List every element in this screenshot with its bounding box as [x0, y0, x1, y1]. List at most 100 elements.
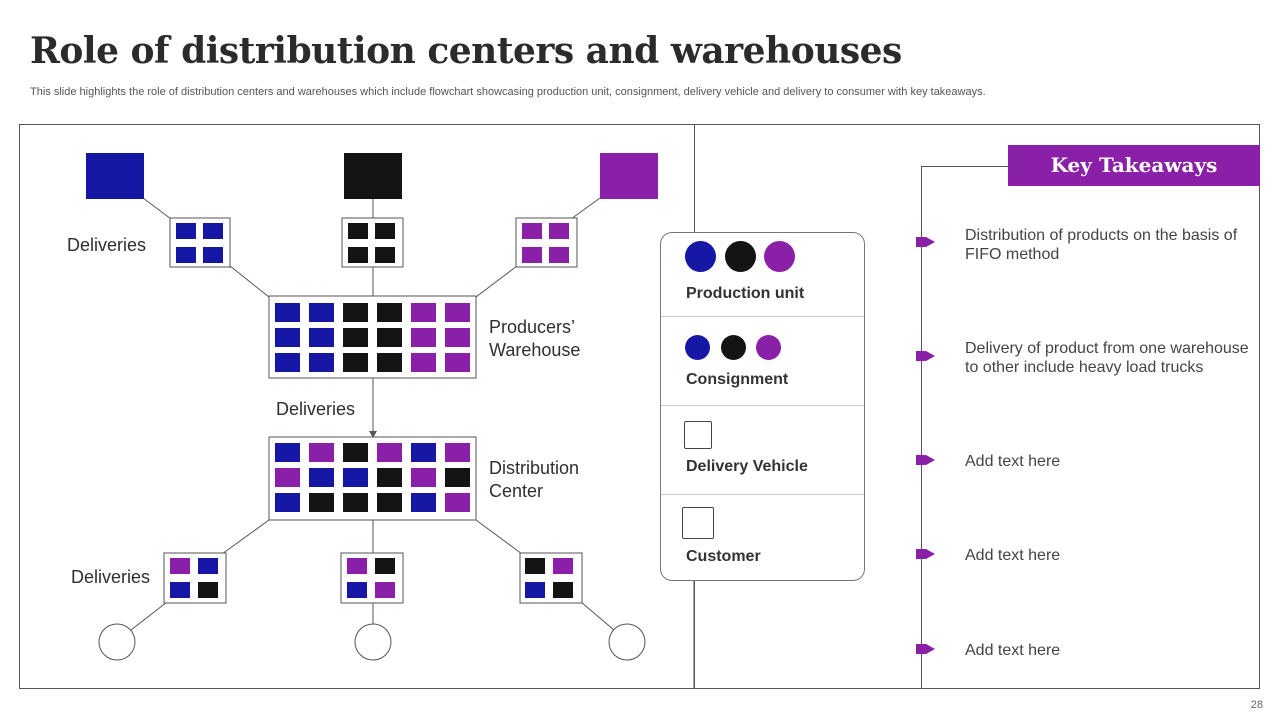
legend-consignment-purple-dot — [756, 335, 781, 360]
consignment-top-purple-cell — [549, 223, 569, 239]
producers-warehouse-box-cell — [445, 328, 470, 347]
takeaway-marker-icon — [916, 351, 935, 361]
distribution-center-box-cell — [411, 443, 436, 462]
consignment-top-purple-cell — [522, 223, 542, 239]
distribution-center-box-cell — [377, 443, 402, 462]
distribution-center-box-cell — [309, 443, 334, 462]
customer-circle-2 — [354, 623, 392, 661]
takeaway-marker-icon — [916, 455, 935, 465]
takeaway-marker-icon — [916, 549, 935, 559]
consignment-top-black-cell — [375, 223, 395, 239]
consignment-bottom-3-cell — [525, 558, 545, 574]
consignment-bottom-3-cell — [525, 582, 545, 598]
consignment-bottom-2-cell — [375, 558, 395, 574]
consignment-bottom-3-cell — [553, 582, 573, 598]
producers-warehouse-box-cell — [343, 328, 368, 347]
distribution-center-box-cell — [343, 493, 368, 512]
consignment-top-blue-cell — [176, 223, 196, 239]
takeaway-marker-icon — [916, 237, 935, 247]
distribution-center-box-cell — [309, 493, 334, 512]
distribution-center-box-cell — [377, 493, 402, 512]
takeaways-timeline-top — [921, 166, 1008, 167]
consignment-bottom-1-cell — [198, 582, 218, 598]
distribution-center-box-cell — [445, 468, 470, 487]
distribution-center-box-cell — [445, 493, 470, 512]
deliveries-label-bottom: Deliveries — [71, 567, 151, 587]
legend-production-unit: Production unit — [686, 285, 805, 302]
consignment-bottom-3-cell — [553, 558, 573, 574]
consignment-top-black-cell — [348, 223, 368, 239]
consignment-top-black-cell — [375, 247, 395, 263]
deliveries-label-mid: Deliveries — [276, 399, 356, 419]
customer-circle-3 — [608, 623, 646, 661]
producers-warehouse-box-cell — [309, 353, 334, 372]
producers-warehouse-box-cell — [309, 328, 334, 347]
legend-separator — [661, 405, 864, 406]
legend-separator — [661, 316, 864, 317]
producers-warehouse-box-cell — [343, 303, 368, 322]
producers-warehouse-box-cell — [343, 353, 368, 372]
producers-warehouse-box-cell — [411, 353, 436, 372]
legend-panel — [660, 232, 865, 581]
content-frame — [19, 124, 1260, 689]
distribution-center-label: Distribution Center — [489, 458, 580, 501]
takeaway-item: Add text here — [965, 642, 1061, 659]
consignment-bottom-1-cell — [170, 558, 190, 574]
distribution-center-box-cell — [275, 493, 300, 512]
consignment-top-purple-cell — [522, 247, 542, 263]
takeaway-item: Delivery of product from one warehouse t… — [965, 340, 1249, 376]
legend-customer: Customer — [686, 548, 761, 565]
producers-warehouse-box-cell — [377, 353, 402, 372]
takeaway-item: Add text here — [965, 453, 1061, 470]
distribution-center-box-cell — [309, 468, 334, 487]
legend-delivery-vehicle: Delivery Vehicle — [686, 458, 808, 475]
producers-warehouse-box-cell — [411, 328, 436, 347]
distribution-center-box — [268, 436, 477, 521]
consignment-top-blue-cell — [176, 247, 196, 263]
takeaway-marker-icon — [916, 644, 935, 654]
takeaway-item: Add text here — [965, 547, 1061, 564]
producers-warehouse-box-cell — [275, 303, 300, 322]
deliveries-label-top: Deliveries — [67, 235, 147, 255]
consignment-top-blue-cell — [203, 247, 223, 263]
distribution-center-box-cell — [275, 468, 300, 487]
key-takeaways-heading: Key Takeaways — [1008, 145, 1260, 186]
consignment-bottom-2-cell — [375, 582, 395, 598]
takeaway-item: Distribution of products on the basis of… — [965, 227, 1238, 263]
producers-warehouse-label: Producers’ Warehouse — [489, 317, 581, 360]
producers-warehouse-box-cell — [411, 303, 436, 322]
consignment-bottom-1-cell — [198, 558, 218, 574]
producers-warehouse-box-cell — [275, 353, 300, 372]
distribution-center-box-cell — [343, 468, 368, 487]
consignment-bottom-2-cell — [347, 582, 367, 598]
legend-delivery-vehicle-square — [684, 421, 712, 449]
legend-production-black-dot — [725, 241, 756, 272]
production-unit-blue — [86, 153, 144, 199]
legend-production-purple-dot — [764, 241, 795, 272]
legend-separator — [661, 494, 864, 495]
legend-consignment: Consignment — [686, 371, 789, 388]
producers-warehouse-box-cell — [377, 303, 402, 322]
legend-consignment-blue-dot — [685, 335, 710, 360]
production-unit-purple — [600, 153, 658, 199]
producers-warehouse-box — [268, 295, 477, 379]
producers-warehouse-box-cell — [309, 303, 334, 322]
distribution-center-box-cell — [445, 443, 470, 462]
consignment-bottom-1-cell — [170, 582, 190, 598]
consignment-top-black-cell — [348, 247, 368, 263]
distribution-center-box-cell — [411, 493, 436, 512]
legend-production-blue-dot — [685, 241, 716, 272]
producers-warehouse-box-cell — [275, 328, 300, 347]
production-unit-black — [344, 153, 402, 199]
takeaways-timeline — [921, 166, 922, 689]
producers-warehouse-box-cell — [445, 353, 470, 372]
customer-circle-1 — [98, 623, 136, 661]
arrow-head — [369, 431, 377, 438]
distribution-center-box-cell — [343, 443, 368, 462]
page-number: 28 — [1250, 699, 1263, 711]
producers-warehouse-box-cell — [445, 303, 470, 322]
page-subtitle: This slide highlights the role of distri… — [30, 86, 986, 98]
legend-customer-square — [682, 507, 714, 539]
distribution-center-box-cell — [411, 468, 436, 487]
